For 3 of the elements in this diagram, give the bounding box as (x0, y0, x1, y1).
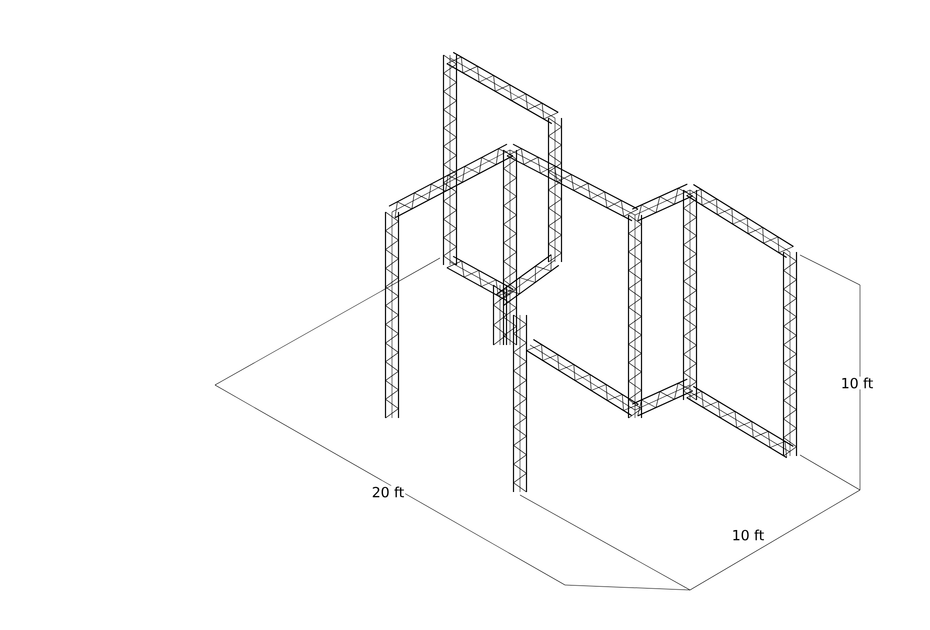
dimension-label: 10 ft (840, 376, 874, 390)
dimension-label: 10 ft (730, 528, 766, 542)
dimension-label: 20 ft (370, 486, 406, 498)
